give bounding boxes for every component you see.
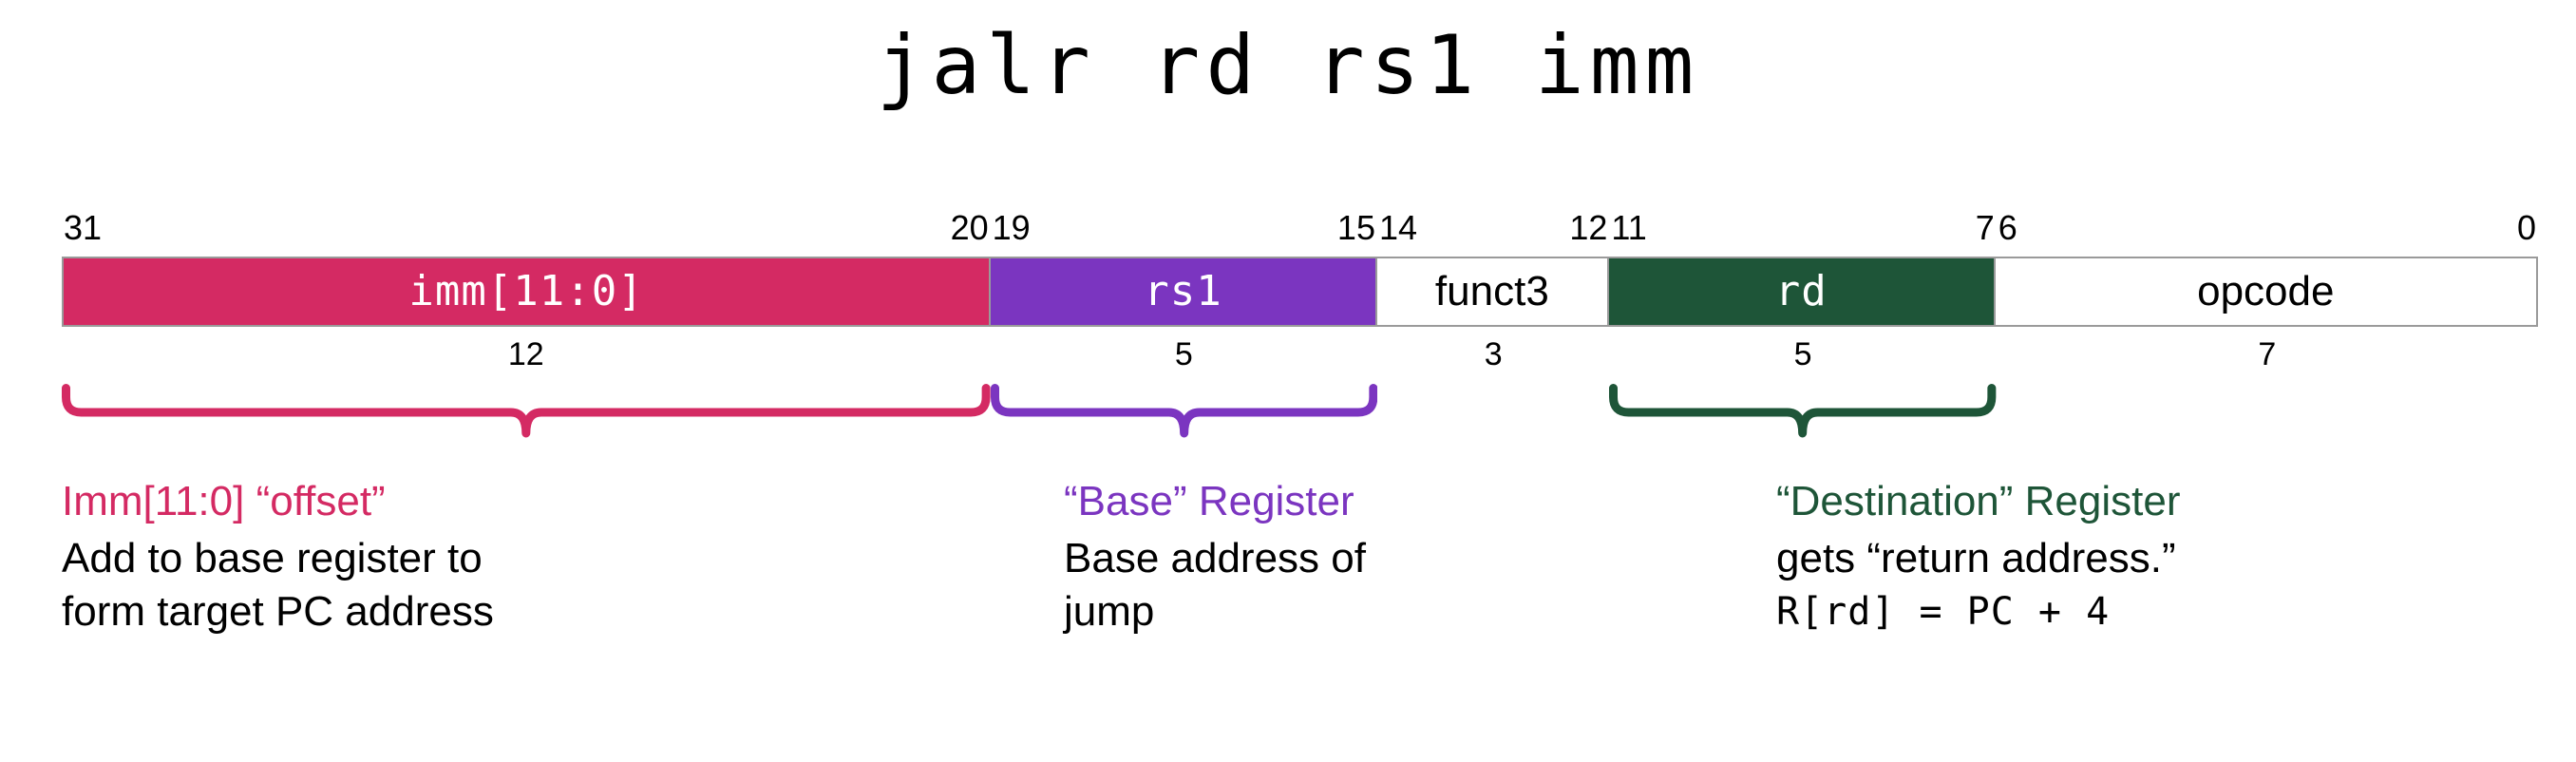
annotation-heading: “Base” Register xyxy=(1064,478,1354,524)
field-width-funct3: 3 xyxy=(1484,336,1503,372)
annotation-line: form target PC address xyxy=(62,588,494,635)
field-opcode: opcode xyxy=(1995,258,2536,325)
bit-index-high: 31 xyxy=(64,208,103,247)
field-width-row: 12 5 3 5 7 xyxy=(62,333,2538,376)
field-width-rs1: 5 xyxy=(1174,336,1193,372)
field-imm110: imm[11:0] xyxy=(64,258,992,325)
field-width-rd: 5 xyxy=(1793,336,1812,372)
bit-range-14-12: 14 12 xyxy=(1377,207,1609,249)
annotation-line: jump xyxy=(1064,588,1155,635)
brace-imm110 xyxy=(62,384,991,441)
annotation-line: Base address of xyxy=(1064,535,1366,581)
brace-rd xyxy=(1609,384,1997,441)
field-brace-group xyxy=(62,384,2538,450)
bit-index-low: 0 xyxy=(2516,208,2536,247)
instruction-title: jalr rd rs1 imm xyxy=(876,18,1700,113)
bit-index-low: 20 xyxy=(950,208,989,247)
field-width-opcode: 7 xyxy=(2258,336,2277,372)
bit-index-low: 12 xyxy=(1569,208,1608,247)
bit-index-high: 14 xyxy=(1378,208,1418,247)
field-rs1: rs1 xyxy=(991,258,1377,325)
bit-index-low: 7 xyxy=(1975,208,1995,247)
field-width-imm110: 12 xyxy=(507,336,544,372)
annotation-block-3: “Destination” Register gets “return addre… xyxy=(1776,475,2181,638)
field-funct3: funct3 xyxy=(1376,258,1609,325)
bit-range-31-20: 31 20 xyxy=(62,207,991,249)
bit-index-high: 6 xyxy=(1998,208,2017,247)
annotation-heading: Imm[11:0] “offset” xyxy=(62,478,386,524)
bit-index-high: 11 xyxy=(1611,208,1647,247)
bit-range-11-7: 11 7 xyxy=(1609,207,1996,249)
bit-index-high: 19 xyxy=(992,208,1031,247)
bit-index-low: 15 xyxy=(1336,208,1375,247)
annotation-block-1: Imm[11:0] “offset” Add to base register t… xyxy=(62,475,494,638)
annotation-heading: “Destination” Register xyxy=(1776,478,2181,524)
annotation-line: Add to base register to xyxy=(62,535,483,581)
annotation-line: R[rd] = PC + 4 xyxy=(1776,590,2111,634)
field-rd: rd xyxy=(1608,258,1996,325)
annotation-line: gets “return address.” xyxy=(1776,535,2176,581)
brace-rs1 xyxy=(990,384,1377,441)
